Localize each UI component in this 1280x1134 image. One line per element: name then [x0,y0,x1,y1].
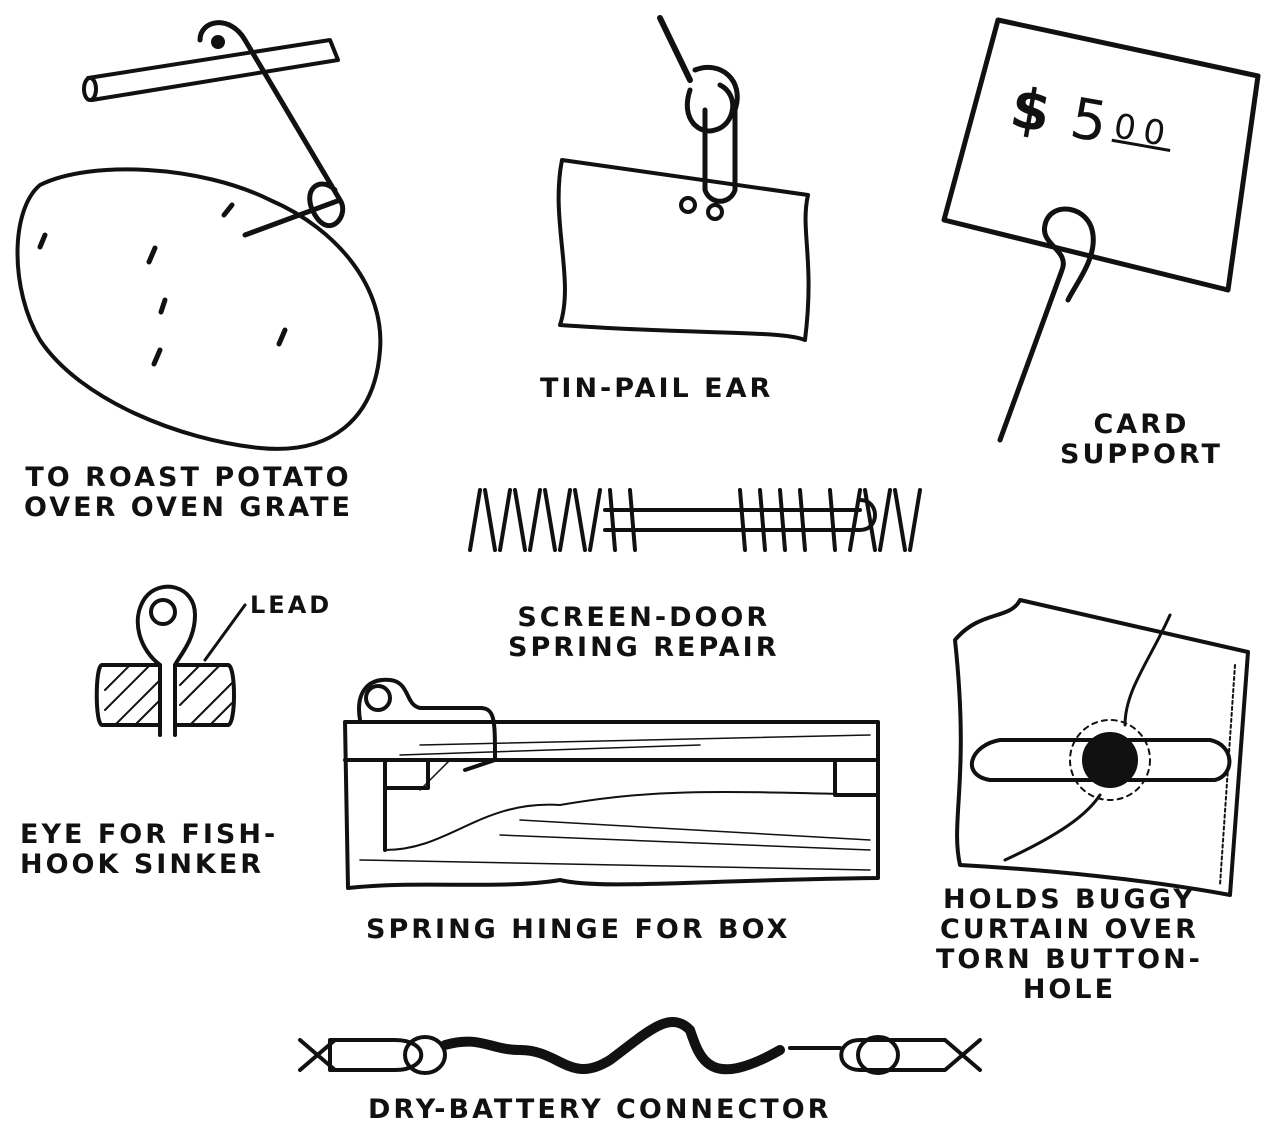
caption-line: SPRING REPAIR [508,632,780,663]
caption-line: DRY-BATTERY CONNECTOR [368,1094,832,1125]
caption-line: CARD [1093,409,1190,440]
right-pin-clasp [839,1038,982,1072]
sinker-figure [94,584,247,737]
curtain-button [1082,732,1138,788]
pin-loop [692,64,740,204]
caption-line: SPRING HINGE FOR BOX [366,914,791,945]
caption-line: TORN BUTTON- [936,944,1203,975]
pin-eye [135,584,197,737]
box-outline [343,720,880,890]
tin-pail-caption: TIN-PAIL EAR [540,374,773,404]
hinge-figure [343,677,880,890]
sinker-caption: EYE FOR FISH- HOOK SINKER [20,820,278,880]
caption-line: TIN-PAIL EAR [540,373,774,404]
battery-figure [298,1016,982,1075]
potato-caption: TO ROAST POTATO OVER OVEN GRATE [24,463,353,523]
price-card [941,17,1261,293]
caption-line: HOLE [1022,974,1117,1005]
connector-wire [440,1016,785,1075]
caption-line: SCREEN-DOOR [517,602,771,633]
spring-caption: SCREEN-DOOR SPRING REPAIR [508,603,780,663]
lead-block-right [173,663,236,727]
card-caption: CARD SUPPORT [1060,410,1223,470]
card-pin [997,206,1096,443]
caption-line: EYE FOR FISH- [20,819,279,850]
wood-grain [384,791,879,851]
spring-figure [468,488,922,552]
price-cents: 00 [1110,106,1177,156]
price-main: 5 [1065,85,1120,158]
caption-line: CURTAIN OVER [939,914,1199,945]
lead-callout-label: LEAD [250,590,332,620]
pail-wall [556,158,811,342]
spring-left-coils [468,488,637,552]
caption-line: SUPPORT [1060,439,1223,470]
box-side [383,758,430,852]
torn-buttonhole [1003,613,1172,862]
bail-wire [657,15,693,83]
rod-end [82,76,98,102]
price-dollar: $ [1005,75,1064,148]
caption-line: TO ROAST POTATO [25,462,352,493]
hinge-coil [364,684,392,712]
safety-pin [197,20,346,238]
buggy-caption: HOLDS BUGGY CURTAIN OVER TORN BUTTON- HO… [936,885,1203,1005]
potato-figure [15,20,383,451]
spring-right-coils [738,488,922,552]
callout-text: LEAD [250,591,333,619]
caption-line: HOLDS BUGGY [943,884,1196,915]
lead-callout-line [203,603,247,662]
hinge-wire [357,677,497,772]
potato-eyes [37,202,288,367]
tin-pail-figure [556,15,811,342]
caption-line: OVER OVEN GRATE [24,492,353,523]
buggy-figure [953,598,1250,897]
potato-body [15,167,383,451]
pin-head-hole [211,35,225,49]
left-pin-clasp [298,1038,424,1072]
caption-line: HOOK SINKER [20,849,265,880]
card-figure [941,17,1261,443]
oven-grate-rod [86,38,340,102]
lead-block-left [94,663,162,727]
battery-caption: DRY-BATTERY CONNECTOR [368,1095,831,1125]
hinge-caption: SPRING HINGE FOR BOX [366,915,790,945]
